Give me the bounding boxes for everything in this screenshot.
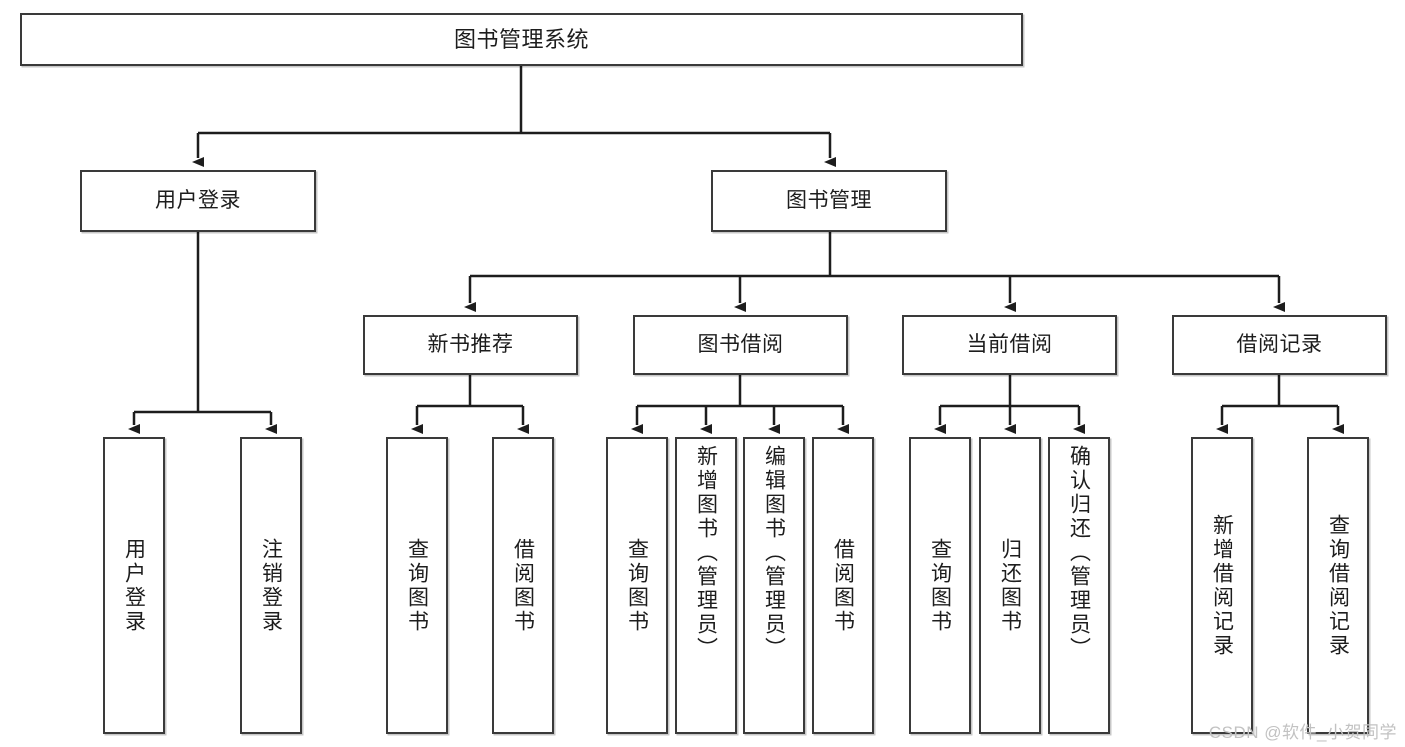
leaf-label: 新增图书（管理员） (694, 445, 718, 661)
node-root[interactable]: 图书管理系统 (20, 13, 1023, 66)
node-new-book-recommend-label: 新书推荐 (427, 332, 514, 356)
leaf-current-borrow-confirm[interactable]: 确认归还（管理员） (1048, 437, 1110, 734)
watermark-text: CSDN @软件_小贺同学 (1208, 723, 1397, 742)
node-user-login[interactable]: 用户登录 (80, 170, 316, 232)
leaf-label: 用户登录 (122, 537, 146, 634)
leaf-label: 借阅图书 (831, 537, 855, 634)
leaf-borrow-record-query[interactable]: 查询借阅记录 (1307, 437, 1369, 734)
leaf-label: 确认归还（管理员） (1067, 445, 1091, 661)
leaf-current-borrow-return[interactable]: 归还图书 (979, 437, 1041, 734)
leaf-current-borrow-query[interactable]: 查询图书 (909, 437, 971, 734)
leaf-borrow-record-add[interactable]: 新增借阅记录 (1191, 437, 1253, 734)
node-borrow-record-label: 借阅记录 (1236, 332, 1323, 356)
leaf-book-borrow-add[interactable]: 新增图书（管理员） (675, 437, 737, 734)
leaf-user-login-signout[interactable]: 注销登录 (240, 437, 302, 734)
node-new-book-recommend[interactable]: 新书推荐 (363, 315, 578, 375)
node-current-borrow[interactable]: 当前借阅 (902, 315, 1117, 375)
leaf-label: 查询图书 (405, 537, 429, 634)
node-book-borrow[interactable]: 图书借阅 (633, 315, 848, 375)
node-book-borrow-label: 图书借阅 (697, 332, 784, 356)
leaf-book-borrow-borrow[interactable]: 借阅图书 (812, 437, 874, 734)
leaf-label: 查询图书 (625, 537, 649, 634)
leaf-label: 编辑图书（管理员） (762, 445, 786, 661)
leaf-user-login-signin[interactable]: 用户登录 (103, 437, 165, 734)
leaf-label: 查询图书 (928, 537, 952, 634)
leaf-label: 归还图书 (998, 537, 1022, 634)
node-borrow-record[interactable]: 借阅记录 (1172, 315, 1387, 375)
leaf-new-book-borrow[interactable]: 借阅图书 (492, 437, 554, 734)
leaf-label: 借阅图书 (511, 537, 535, 634)
leaf-label: 新增借阅记录 (1210, 513, 1234, 658)
leaf-label: 注销登录 (259, 537, 283, 634)
node-user-login-label: 用户登录 (155, 188, 241, 212)
node-current-borrow-label: 当前借阅 (966, 332, 1053, 356)
leaf-new-book-query[interactable]: 查询图书 (386, 437, 448, 734)
leaf-book-borrow-query[interactable]: 查询图书 (606, 437, 668, 734)
leaf-book-borrow-edit[interactable]: 编辑图书（管理员） (743, 437, 805, 734)
leaf-label: 查询借阅记录 (1326, 513, 1350, 658)
node-book-management[interactable]: 图书管理 (711, 170, 947, 232)
node-book-management-label: 图书管理 (786, 188, 872, 212)
node-root-label: 图书管理系统 (453, 26, 589, 52)
